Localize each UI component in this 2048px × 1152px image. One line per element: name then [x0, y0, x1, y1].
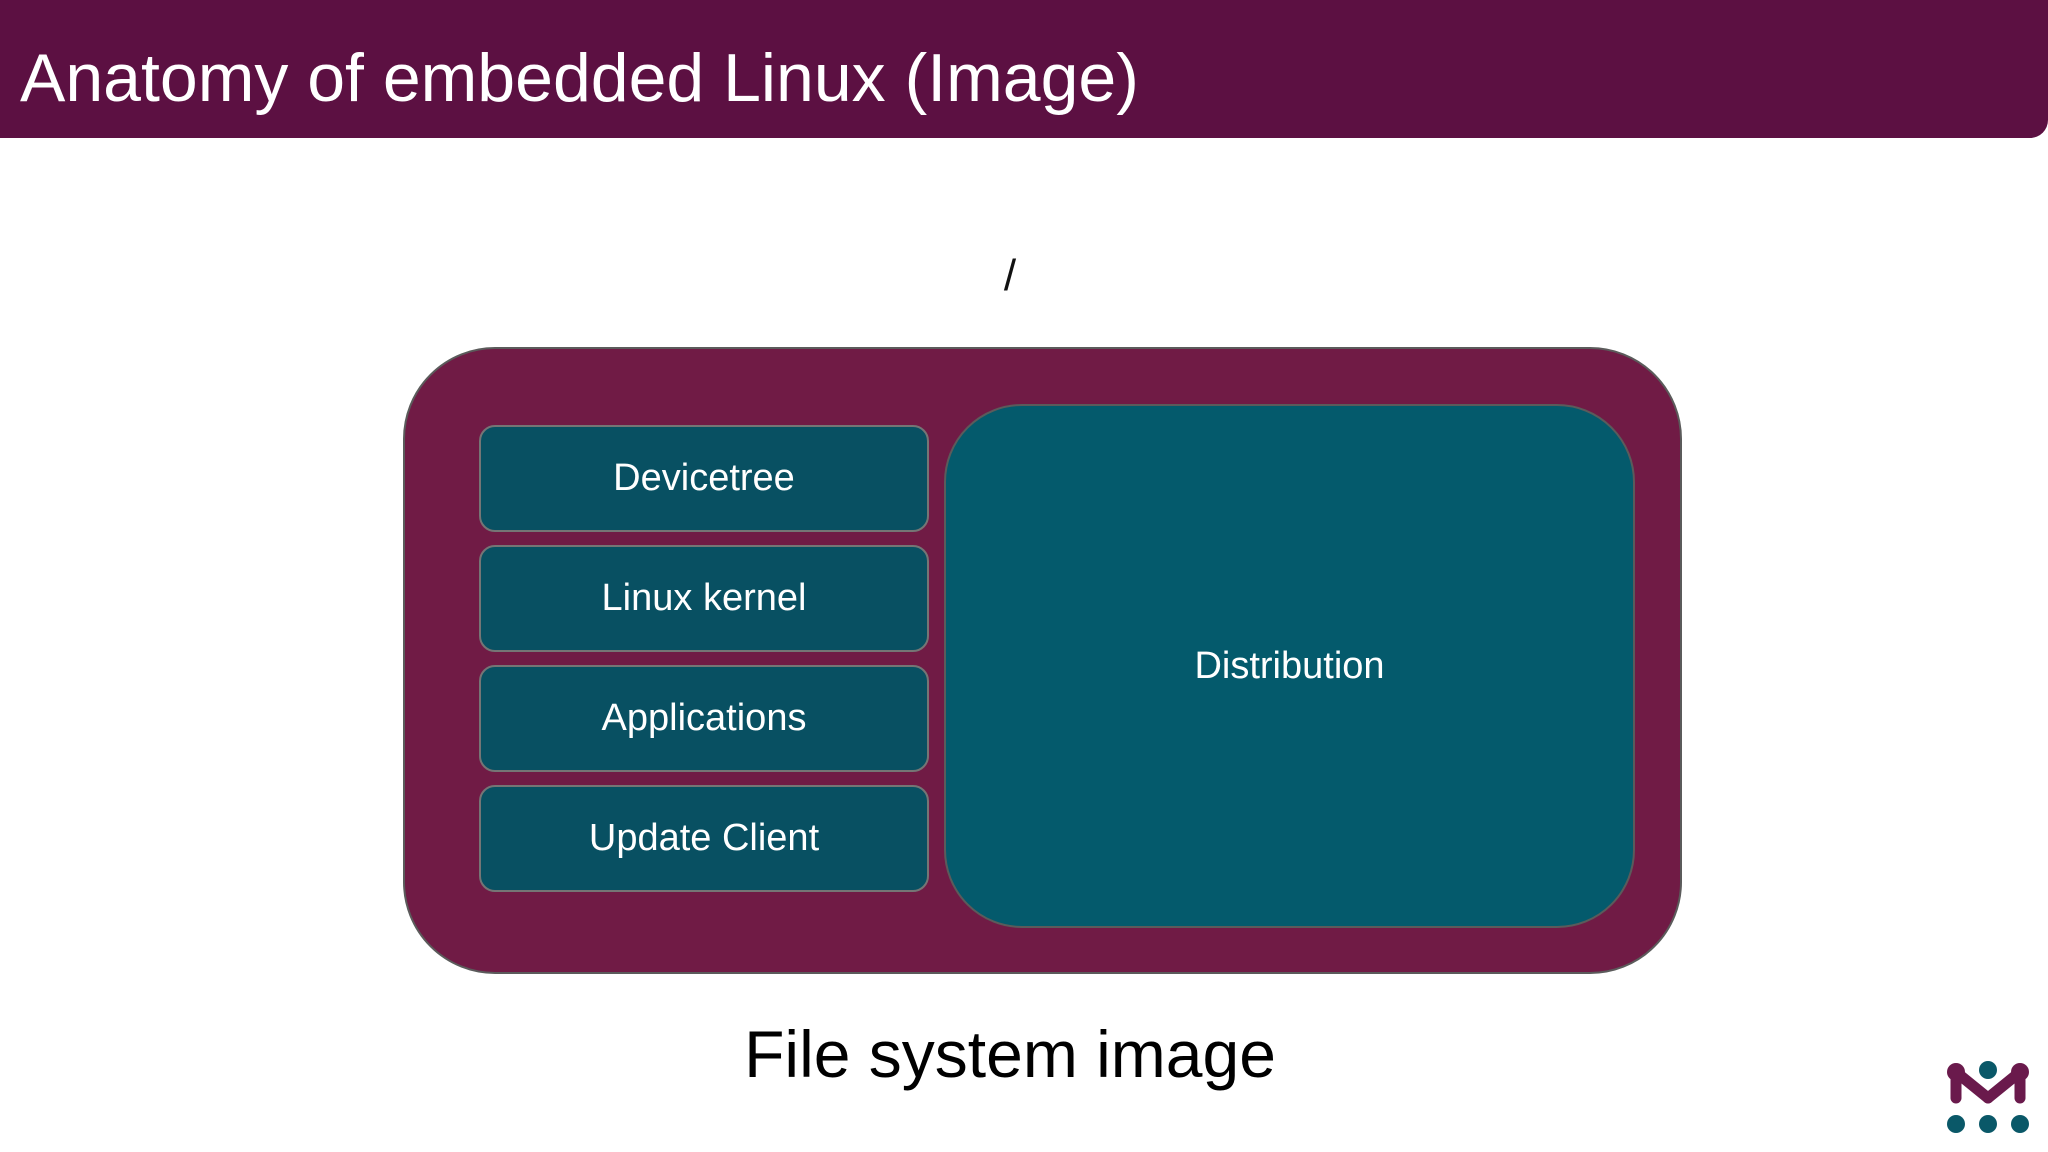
brand-logo-icon [1947, 1061, 2029, 1133]
slide-title: Anatomy of embedded Linux (Image) [20, 40, 1139, 116]
distribution-box: Distribution [944, 404, 1635, 928]
component-devicetree: Devicetree [479, 425, 929, 532]
component-update-client: Update Client [479, 785, 929, 892]
component-applications: Applications [479, 665, 929, 772]
component-linux-kernel: Linux kernel [479, 545, 929, 652]
header-bar: Anatomy of embedded Linux (Image) [0, 0, 2048, 138]
diagram-caption: File system image [744, 1017, 1276, 1091]
root-directory-label: / [1003, 251, 1017, 300]
